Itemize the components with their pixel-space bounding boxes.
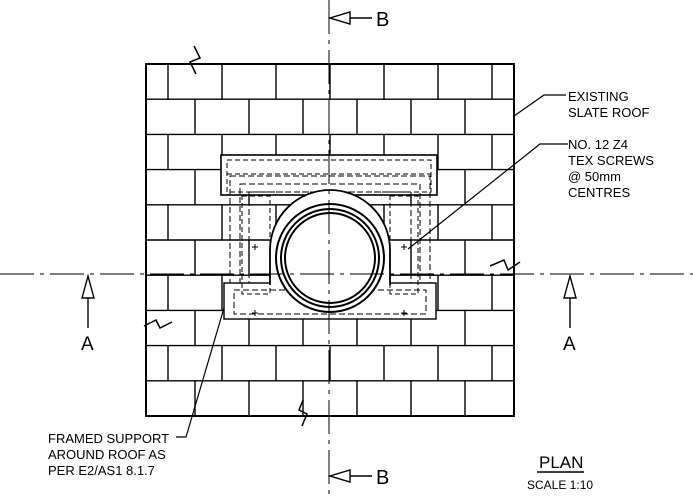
screw-mark <box>252 244 258 250</box>
callout-screws-line-2: TEX SCREWS <box>568 153 654 168</box>
callout-screws-line-4: CENTRES <box>568 185 630 200</box>
callout-screws-line-1: NO. 12 Z4 <box>568 137 628 152</box>
break-mark-left <box>143 318 173 330</box>
pipe-inner <box>284 212 376 304</box>
pipe-outer <box>275 203 385 313</box>
title-block: PLAN SCALE 1:10 <box>527 453 593 492</box>
break-mark-right <box>489 259 521 272</box>
screw-mark <box>252 310 258 316</box>
pipe-mid <box>280 208 380 308</box>
screw-mark <box>401 310 407 316</box>
leader-screws <box>407 143 568 250</box>
break-mark-top <box>188 45 202 75</box>
callout-support-line-1: FRAMED SUPPORT <box>48 431 169 446</box>
callout-existing-roof: EXISTING SLATE ROOF <box>568 89 649 120</box>
section-marker-b-bottom: B <box>327 467 389 489</box>
section-marker-a-left: A <box>81 273 95 355</box>
section-marker-a-right: A <box>563 273 577 355</box>
break-marks <box>143 45 521 427</box>
screw-mark <box>401 244 407 250</box>
callout-framed-support: FRAMED SUPPORT AROUND ROOF AS PER E2/AS1… <box>48 431 169 478</box>
drawing-title: PLAN <box>539 453 583 472</box>
left-side-upstand <box>241 195 271 295</box>
section-label-b-top: B <box>376 9 389 31</box>
leader-existing-roof <box>513 94 566 117</box>
drawing-scale: SCALE 1:10 <box>527 478 593 492</box>
callout-support-line-2: AROUND ROOF AS <box>48 447 166 462</box>
section-label-b-bottom: B <box>376 467 389 489</box>
callout-screws: NO. 12 Z4 TEX SCREWS @ 50mm CENTRES <box>568 137 654 200</box>
callout-roof-line-2: SLATE ROOF <box>568 105 649 120</box>
section-marker-b-top: B <box>327 9 389 31</box>
screw-marks <box>252 244 407 316</box>
callout-support-line-3: PER E2/AS1 8.1.7 <box>48 463 155 478</box>
roof-outline <box>145 63 515 417</box>
section-label-a-right: A <box>563 334 576 355</box>
section-label-a-left: A <box>81 334 94 355</box>
break-mark-bottom <box>298 399 308 427</box>
callout-roof-line-1: EXISTING <box>568 89 629 104</box>
leader-framed-support <box>176 307 225 438</box>
callout-screws-line-3: @ 50mm <box>568 169 621 184</box>
